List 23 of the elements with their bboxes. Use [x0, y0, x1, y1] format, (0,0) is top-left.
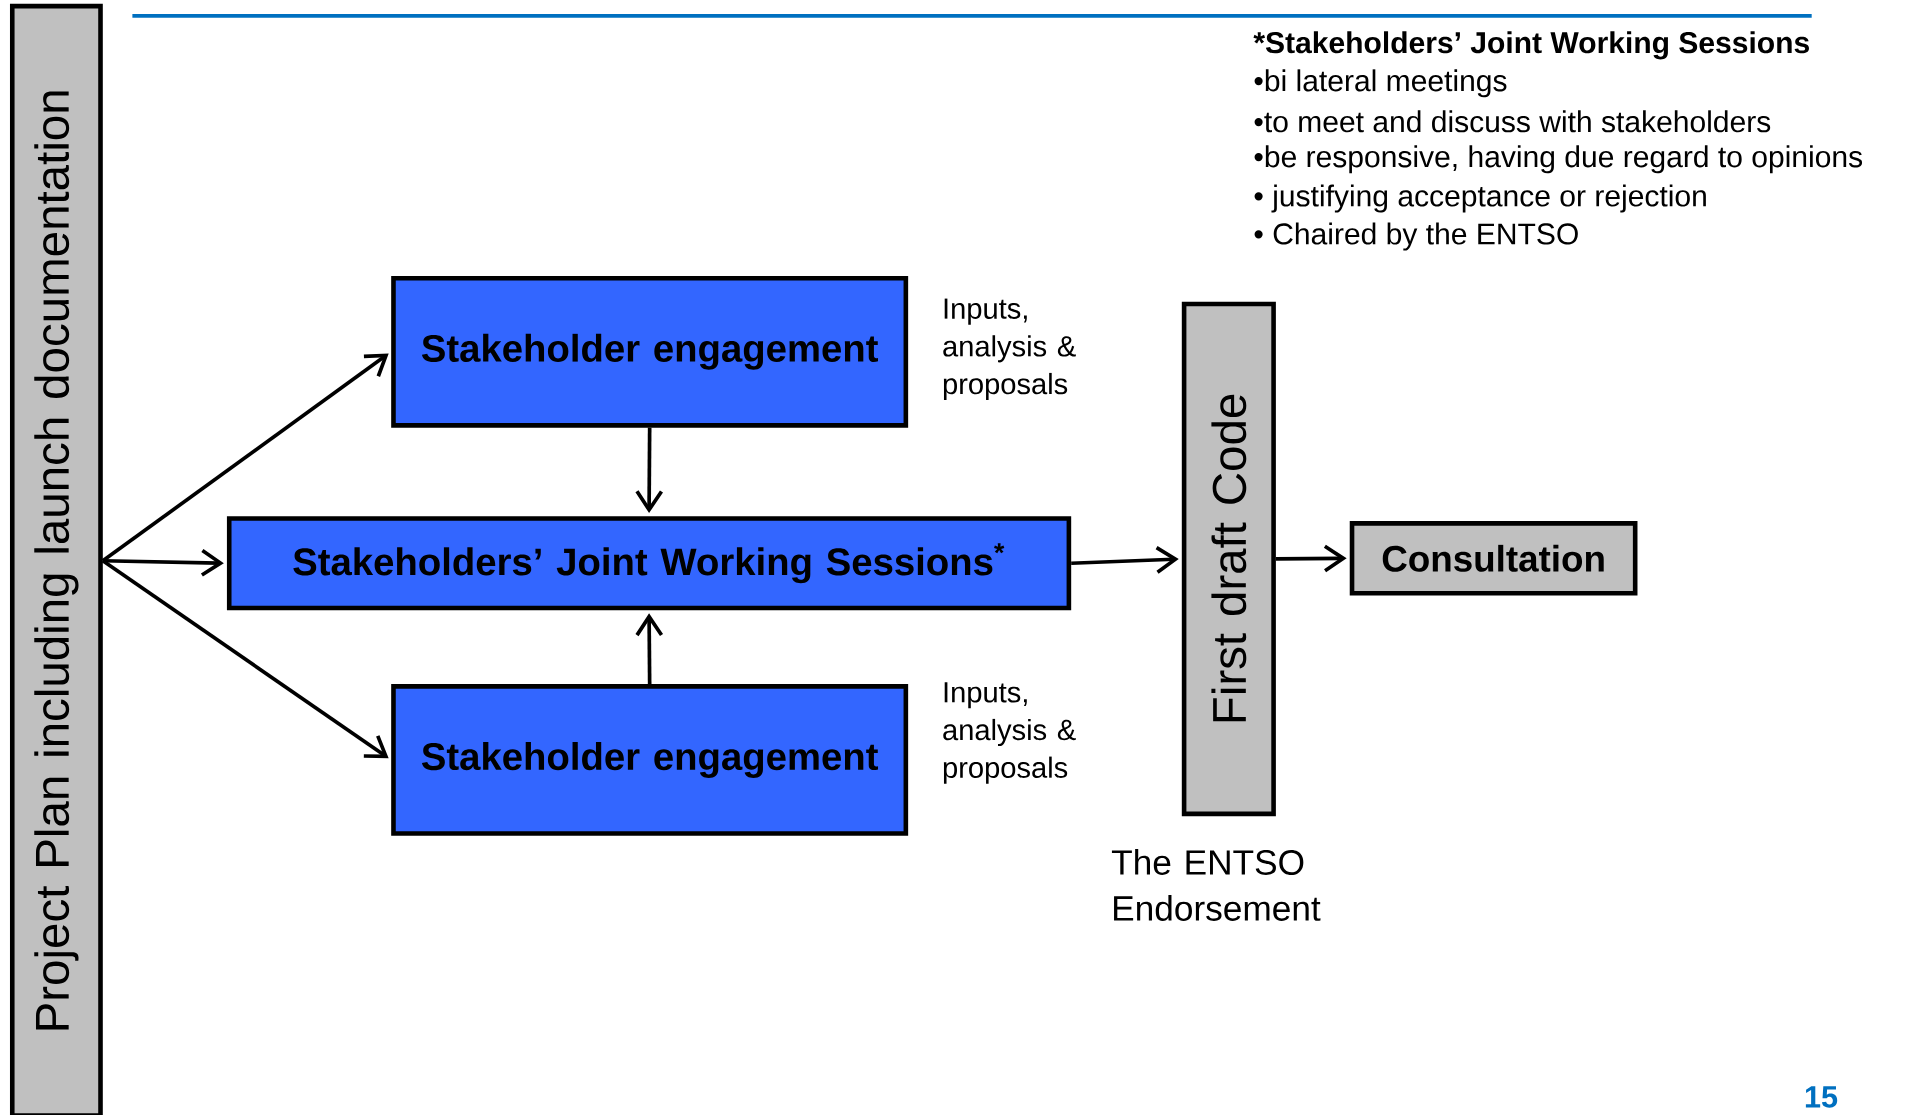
- note-text: *Stakeholders’ Joint Working Sessions: [1253, 31, 1809, 60]
- process-box: Stakeholder engagement: [391, 275, 909, 428]
- arrow: [101, 559, 389, 759]
- document-bar: First draft Code: [1181, 301, 1276, 816]
- arrow: [1071, 545, 1179, 574]
- process-box: Stakeholders’ Joint Working Sessions$^{*}$: [226, 516, 1072, 611]
- arrow: [101, 353, 389, 563]
- note-text: The ENTSO Endorsement: [1111, 848, 1321, 921]
- process-box: Consultation: [1349, 520, 1638, 596]
- arrow: [1275, 544, 1347, 573]
- project-bar: Project Plan including launch documentation: [9, 3, 103, 1115]
- page-number: 15: [1805, 1086, 1838, 1108]
- arrow: [635, 427, 663, 513]
- note-text: Inputs, analysis & proposals: [943, 682, 1076, 784]
- note-text: •to meet and discuss with stakeholders: [1254, 110, 1771, 133]
- note-text: •be responsive, having due regard to opinions: [1254, 145, 1863, 174]
- process-box: Stakeholder engagement: [391, 683, 909, 836]
- note-text: •bi lateral meetings: [1254, 69, 1507, 98]
- note-text: • Chaired by the ENTSO: [1254, 222, 1578, 251]
- arrow: [102, 548, 224, 577]
- arrow: [635, 613, 664, 684]
- note-text: • justifying acceptance or rejection: [1254, 184, 1706, 213]
- note-text: Inputs, analysis & proposals: [943, 298, 1076, 400]
